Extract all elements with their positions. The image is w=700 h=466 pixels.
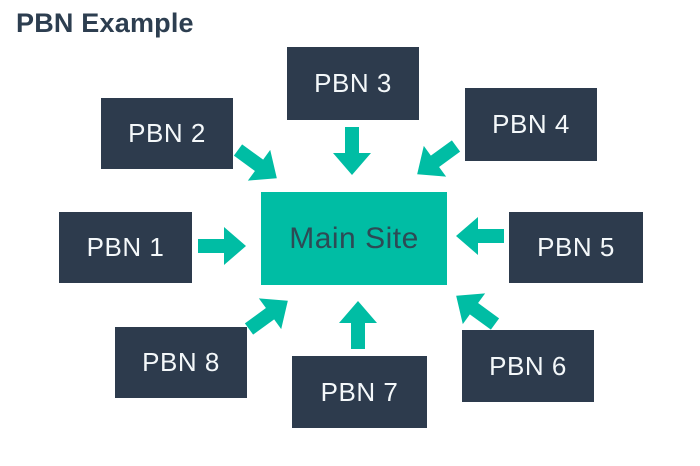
main-site-label: Main Site [289, 221, 419, 255]
pbn4-label: PBN 4 [492, 109, 570, 139]
pbn8-node: PBN 8 [115, 327, 247, 398]
pbn3-node: PBN 3 [287, 47, 419, 120]
pbn3-label: PBN 3 [314, 68, 392, 98]
pbn8-label: PBN 8 [142, 347, 220, 377]
pbn2-arrow-down-right-icon [233, 144, 277, 181]
pbn1-node: PBN 1 [59, 212, 192, 283]
pbn7-node: PBN 7 [292, 356, 427, 428]
pbn5-arrow-left-icon [456, 217, 504, 255]
pbn4-arrow-down-left-icon [417, 140, 461, 177]
pbn8-arrow-up-right-icon [244, 298, 288, 335]
pbn6-node: PBN 6 [462, 330, 594, 402]
pbn6-label: PBN 6 [489, 350, 567, 381]
page-title: PBN Example [16, 8, 194, 38]
pbn7-arrow-up-icon [339, 301, 377, 349]
pbn4-node: PBN 4 [465, 88, 597, 161]
pbn6-arrow-up-left-icon [456, 293, 500, 330]
pbn5-node: PBN 5 [509, 212, 643, 283]
pbn2-node: PBN 2 [101, 98, 233, 169]
pbn3-arrow-down-icon [333, 127, 371, 175]
main-site-node: Main Site [261, 192, 447, 285]
pbn7-label: PBN 7 [320, 376, 399, 407]
pbn5-label: PBN 5 [537, 232, 615, 262]
pbn1-label: PBN 1 [86, 232, 165, 262]
pbn1-arrow-right-icon [198, 227, 246, 265]
pbn2-label: PBN 2 [128, 118, 206, 148]
